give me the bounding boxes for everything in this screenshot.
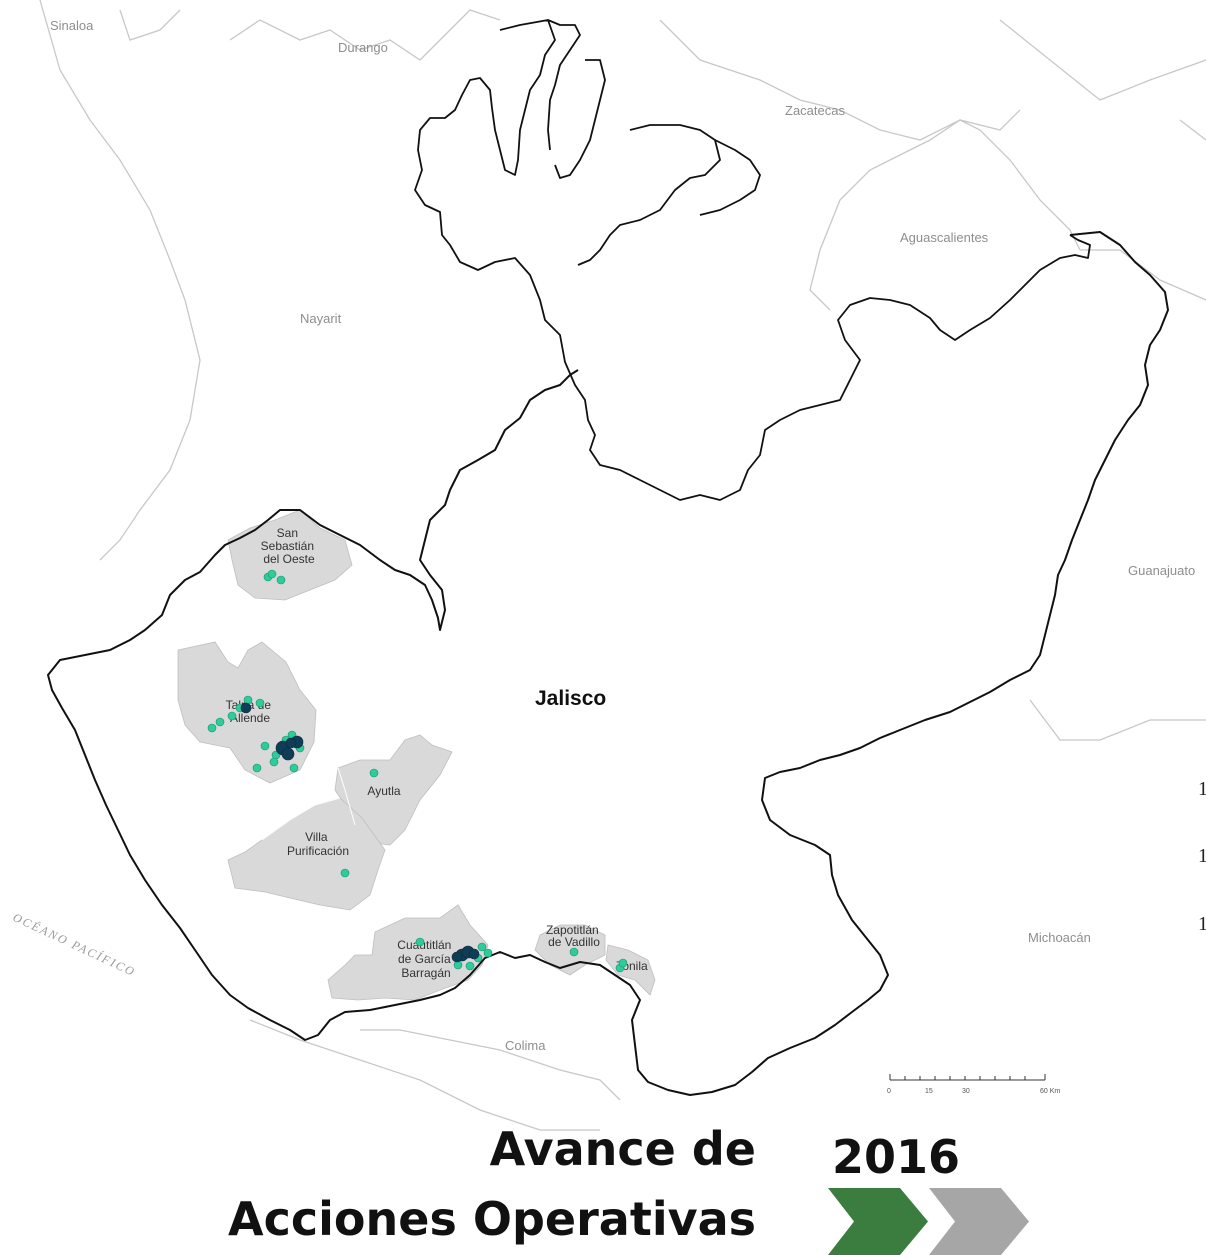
municipality-san-sebastian: [227, 509, 353, 601]
action-point-dark: [468, 948, 480, 960]
scale-bar-labels: 0 15 30 60 Km: [887, 1088, 1060, 1095]
action-point: [267, 569, 277, 579]
top-mask: [594, 0, 644, 14]
action-point: [269, 757, 279, 767]
edge-digit: 1: [1198, 845, 1206, 867]
action-point: [215, 717, 225, 727]
municipality-tonila: [605, 944, 656, 996]
footer-title-line2: Acciones Operativas: [228, 1192, 756, 1246]
action-point: [477, 942, 487, 952]
footer-year: 2016: [832, 1130, 961, 1184]
action-point: [465, 961, 475, 971]
label-durango: Durango: [338, 40, 388, 55]
chevron-green-icon: [828, 1188, 928, 1255]
action-point: [276, 575, 286, 585]
action-point: [260, 741, 270, 751]
label-ayutla: Ayutla: [367, 784, 400, 798]
action-point-dark: [451, 951, 463, 963]
scale-bar: [889, 1074, 1046, 1081]
scale-tick-0: 0: [887, 1088, 891, 1095]
label-nayarit: Nayarit: [300, 311, 342, 326]
label-sinaloa: Sinaloa: [50, 18, 94, 33]
action-point: [227, 711, 237, 721]
action-point: [369, 768, 379, 778]
label-michoacan: Michoacán: [1028, 930, 1091, 945]
municipality-cuautitlan: [327, 904, 489, 1001]
label-ocean: OCÉANO PACÍFICO: [11, 910, 138, 979]
municipality-outlines: [261, 767, 356, 841]
action-point-dark: [281, 747, 295, 761]
action-point: [340, 868, 350, 878]
jalisco-north-border: [414, 19, 1091, 501]
municipality-areas: [177, 509, 656, 1001]
action-point: [255, 698, 265, 708]
action-point-dark: [285, 737, 297, 749]
action-point: [618, 958, 628, 968]
edge-digit: 1: [1198, 913, 1206, 935]
label-villa-purificacion: Villa Purificación: [287, 830, 349, 858]
label-aguascalientes: Aguascalientes: [900, 230, 989, 245]
action-point-dark: [240, 702, 252, 714]
label-guanajuato: Guanajuato: [1128, 563, 1195, 578]
label-cuautitlan: Cuautitlán de García Barragán: [397, 938, 454, 980]
scale-tick-30: 30: [962, 1088, 970, 1095]
action-point: [289, 763, 299, 773]
footer-title-line1: Avance de: [489, 1122, 756, 1176]
action-point: [483, 948, 493, 958]
jalisco-border: [47, 231, 1169, 1096]
edge-digit: 1: [1198, 778, 1206, 800]
action-point: [207, 723, 217, 733]
label-san-sebastian: San Sebastián del Oeste: [261, 526, 318, 566]
scale-tick-15: 15: [925, 1088, 933, 1095]
scale-tick-60: 60 Km: [1040, 1088, 1060, 1095]
label-jalisco: Jalisco: [535, 687, 606, 710]
edge-digits: 1 1 1: [1198, 778, 1206, 935]
label-colima: Colima: [505, 1038, 546, 1053]
state-borders: [39, 0, 1206, 1131]
action-points-dark: [240, 702, 480, 963]
label-zapotitlan: Zapotitlán de Vadillo: [546, 923, 602, 949]
chevron-grey-icon: [929, 1188, 1029, 1255]
action-point: [252, 763, 262, 773]
label-zacatecas: Zacatecas: [785, 103, 845, 118]
action-point: [569, 947, 579, 957]
action-point: [415, 937, 425, 947]
state-labels: Sinaloa Durango Zacatecas Aguascalientes…: [11, 18, 1196, 1053]
